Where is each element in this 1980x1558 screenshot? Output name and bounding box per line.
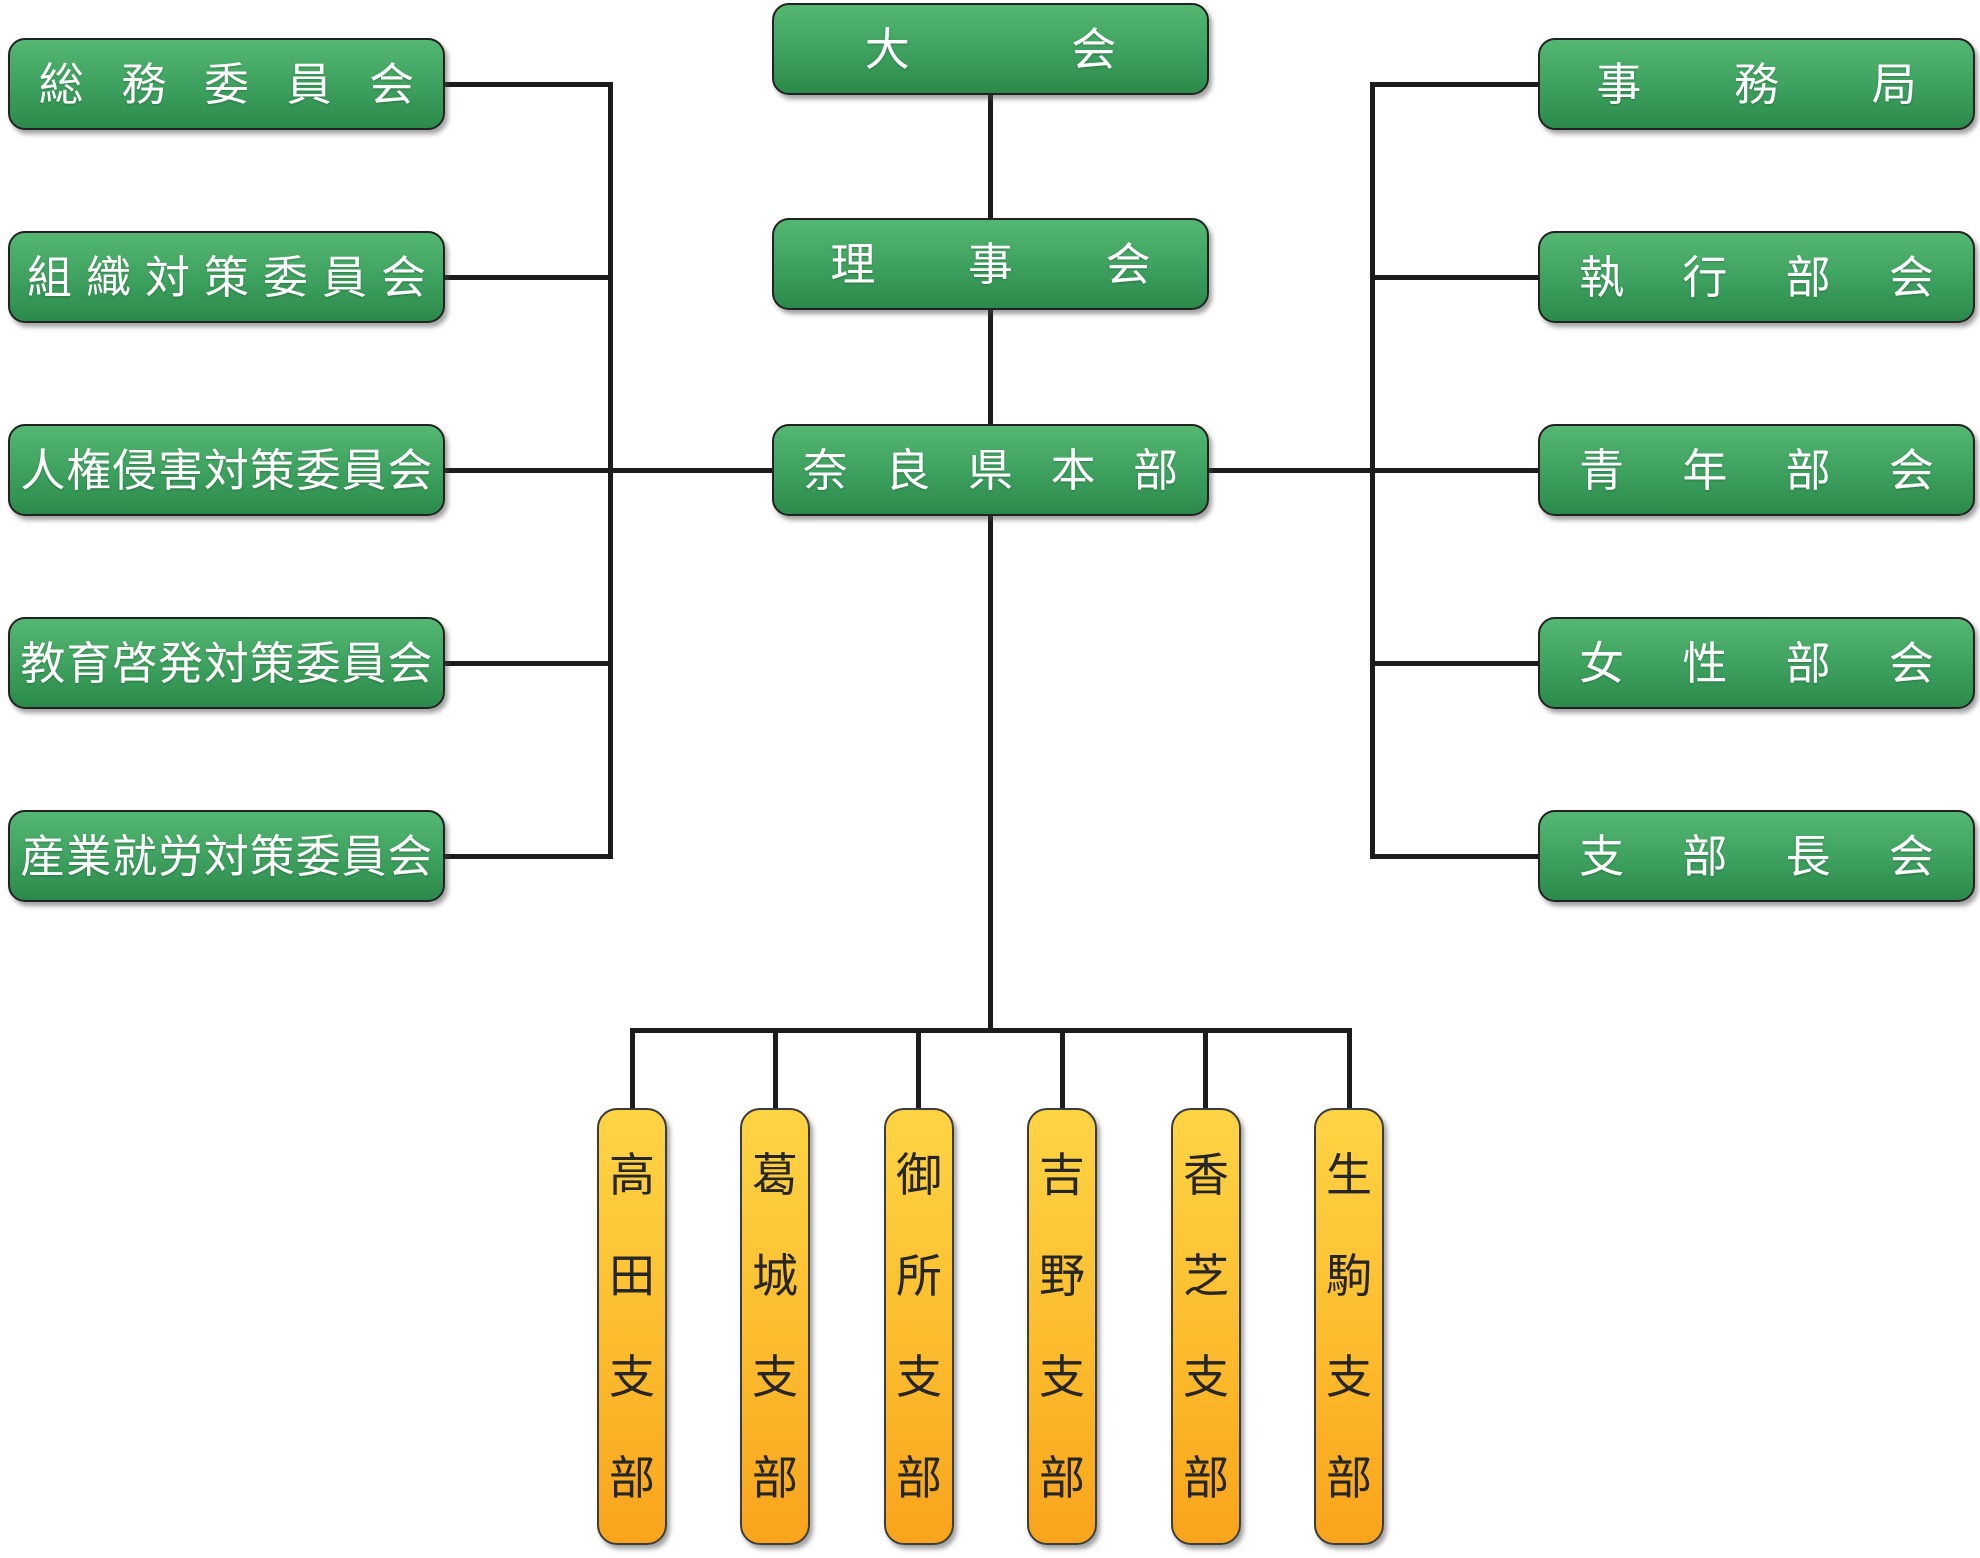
connector-right-row4 [1373, 661, 1538, 666]
node-youth-council: 青年部会 [1538, 424, 1975, 516]
node-committee-human-rights: 人権侵害対策委員会 [8, 424, 445, 516]
connector-branch-drop-4 [1060, 1028, 1065, 1108]
node-committee-general-affairs-label: 総務委員会 [38, 57, 415, 111]
node-womens-council: 女性部会 [1538, 617, 1975, 709]
node-branch-katsuragi-label: 葛城支部 [752, 1147, 798, 1506]
node-headquarters: 奈良県本部 [772, 424, 1209, 516]
node-committee-organization-label: 組織対策委員会 [26, 250, 426, 304]
connector-left-row2 [445, 275, 613, 280]
connector-left-row5 [445, 854, 613, 859]
connector-branch-drop-6 [1347, 1028, 1352, 1108]
connector-left-row3-to-hq [445, 468, 772, 473]
connector-right-row1 [1373, 82, 1538, 87]
connector-branch-drop-1 [630, 1028, 635, 1108]
node-headquarters-label: 奈良県本部 [802, 443, 1179, 497]
node-branch-yoshino: 吉野支部 [1027, 1108, 1097, 1545]
node-branch-gose: 御所支部 [884, 1108, 954, 1545]
connector-left-row4 [445, 661, 613, 666]
node-assembly: 大会 [772, 3, 1209, 95]
connector-headquarters-branches [988, 516, 993, 1030]
connector-left-row1 [445, 82, 613, 87]
node-branch-takada-label: 高田支部 [609, 1147, 655, 1506]
node-branch-gose-label: 御所支部 [896, 1147, 942, 1506]
node-executive-council-label: 執行部会 [1579, 250, 1934, 304]
connector-branch-drop-5 [1203, 1028, 1208, 1108]
node-committee-general-affairs: 総務委員会 [8, 38, 445, 130]
node-committee-industry-labor: 産業就労対策委員会 [8, 810, 445, 902]
node-committee-human-rights-label: 人権侵害対策委員会 [20, 443, 433, 497]
node-branch-ikoma: 生駒支部 [1314, 1108, 1384, 1545]
connector-right-row5 [1373, 854, 1538, 859]
connector-branch-rake [630, 1028, 1352, 1033]
connector-branch-drop-2 [773, 1028, 778, 1108]
node-secretariat: 事務局 [1538, 38, 1975, 130]
node-branch-chiefs-council: 支部長会 [1538, 810, 1975, 902]
node-committee-organization: 組織対策委員会 [8, 231, 445, 323]
node-assembly-label: 大会 [864, 22, 1117, 76]
node-branch-kashiba-label: 香芝支部 [1183, 1147, 1229, 1506]
node-branch-katsuragi: 葛城支部 [740, 1108, 810, 1545]
node-branch-yoshino-label: 吉野支部 [1039, 1147, 1085, 1506]
node-committee-industry-labor-label: 産業就労対策委員会 [20, 829, 433, 883]
connector-right-row3-to-hq [1208, 468, 1538, 473]
node-branch-kashiba: 香芝支部 [1171, 1108, 1241, 1545]
node-branch-ikoma-label: 生駒支部 [1326, 1147, 1372, 1506]
node-branch-chiefs-council-label: 支部長会 [1579, 829, 1934, 883]
connector-board-headquarters [988, 310, 993, 424]
node-branch-takada: 高田支部 [597, 1108, 667, 1545]
connector-assembly-board [988, 95, 993, 218]
node-committee-education: 教育啓発対策委員会 [8, 617, 445, 709]
node-secretariat-label: 事務局 [1596, 57, 1917, 111]
connector-branch-drop-3 [916, 1028, 921, 1108]
connector-right-row2 [1373, 275, 1538, 280]
node-executive-council: 執行部会 [1538, 231, 1975, 323]
node-youth-council-label: 青年部会 [1579, 443, 1934, 497]
node-board-label: 理事会 [830, 237, 1151, 291]
node-womens-council-label: 女性部会 [1579, 636, 1934, 690]
node-committee-education-label: 教育啓発対策委員会 [20, 636, 433, 690]
node-board: 理事会 [772, 218, 1209, 310]
